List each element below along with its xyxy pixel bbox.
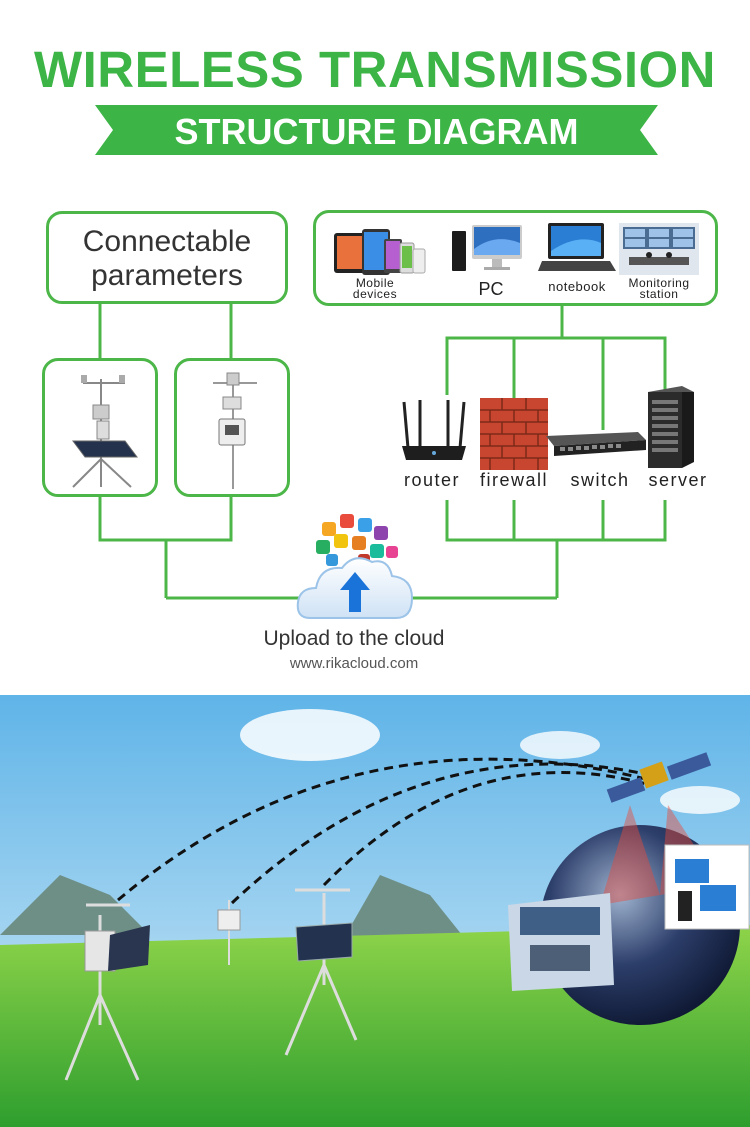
cloud-upload-icon (296, 514, 414, 619)
connectable-parameters-box: Connectable parameters (46, 211, 288, 304)
cloud-caption: Upload to the cloud (263, 627, 445, 650)
satellite-scene-illustration (0, 695, 750, 1127)
pc-icon (452, 225, 522, 271)
pole-weather-station-icon (213, 372, 257, 489)
firewall-icon (480, 398, 548, 470)
mobile-devices-icon (334, 229, 426, 275)
computers-panel (664, 844, 750, 930)
notebook-label: notebook (548, 279, 606, 294)
server-label: server (648, 470, 708, 490)
terminal-devices-box: Mobile devices PC notebook Monitoring st… (313, 210, 718, 306)
notebook-icon (538, 223, 616, 271)
cloud-url: www.rikacloud.com (289, 655, 419, 672)
switch-icon (546, 432, 646, 456)
monitoring-station-label-2: station (639, 287, 679, 301)
app-icons-cluster (316, 514, 398, 566)
weather-station-pole-box (174, 358, 290, 497)
router-icon (402, 400, 466, 460)
subtitle-banner: STRUCTURE DIAGRAM (95, 105, 658, 155)
params-line2: parameters (91, 259, 243, 292)
monitoring-station-label-1: Monitoring (628, 276, 690, 290)
mobile-devices-label-1: Mobile (355, 276, 395, 290)
monitoring-station-icon (619, 223, 699, 275)
firewall-label: firewall (479, 470, 548, 490)
weather-station-tripod-box (42, 358, 158, 497)
satellite-icon (606, 752, 712, 803)
page-title: WIRELESS TRANSMISSION (33, 41, 717, 98)
tripod-weather-station-icon (72, 375, 138, 488)
connector-lines (98, 302, 667, 600)
mobile-devices-label-2: devices (352, 287, 398, 301)
control-room-panel (508, 893, 614, 991)
subtitle-text: STRUCTURE DIAGRAM (174, 111, 579, 152)
pc-label: PC (478, 279, 504, 299)
server-icon (648, 386, 694, 468)
params-line1: Connectable (82, 225, 252, 258)
router-label: router (403, 470, 461, 490)
weather-station-right (284, 888, 358, 1056)
switch-label: switch (570, 470, 630, 490)
